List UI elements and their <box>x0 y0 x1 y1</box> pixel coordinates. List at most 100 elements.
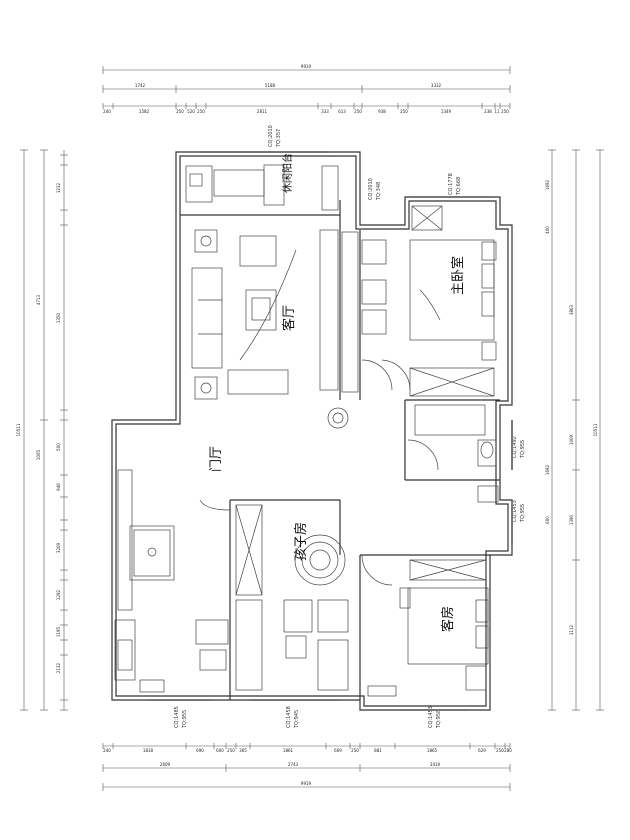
living-room: 客厅 <box>191 229 339 400</box>
master-wardrobe <box>411 205 443 231</box>
toilet <box>477 439 497 467</box>
dining-table-top <box>133 529 171 577</box>
armchair <box>239 235 277 267</box>
dim-bot-r1-12: 250 <box>496 748 504 753</box>
vanity <box>477 485 499 503</box>
washer <box>185 165 213 203</box>
window-4-code: CQ:1453 <box>512 500 518 522</box>
kitchen-counter <box>139 679 165 693</box>
sofa <box>191 267 223 369</box>
kids-bed <box>317 639 349 691</box>
dim-left-seg-1: 500 <box>56 443 61 451</box>
room-label-master: 主卧室 <box>450 256 466 295</box>
kids-room: 孩子房 <box>235 504 349 691</box>
coffee-table <box>245 289 277 331</box>
window-0-code: CQ:2010 <box>268 125 274 147</box>
dim-bot-r1-3: 600 <box>216 748 224 753</box>
dim-right-mid-3: 3112 <box>569 624 574 635</box>
window-6-sill: TQ:945 <box>294 710 300 729</box>
dim-top-row3-ticks <box>102 103 511 109</box>
dim-left-seg-6: 2132 <box>56 662 61 673</box>
balcony-tall-cabinet <box>321 165 339 211</box>
dim-bot-r1-0: 240 <box>103 748 111 753</box>
dim-top-r3-12: 238 <box>484 109 492 114</box>
window-3-code: CQ:1492 <box>512 436 518 458</box>
dim-bot-r1-10: 1865 <box>427 748 438 753</box>
top-dimensions: 9919 1742 5188 3332 240 15 <box>102 64 511 114</box>
dim-bot-r2-2: 3419 <box>430 762 441 767</box>
window-1-sill: TQ:348 <box>376 182 382 201</box>
dim-left-seg-5: 1195 <box>56 626 61 637</box>
dim-bot-r1-8: 250 <box>351 748 359 753</box>
dim-bottom-row1-ticks <box>102 743 511 749</box>
dim-bot-r1-7: 609 <box>334 748 342 753</box>
dim-bot-overall: 9919 <box>301 781 312 786</box>
kids-wardrobe-x <box>235 504 263 596</box>
walls <box>111 151 513 711</box>
plant-center-icon <box>332 412 344 424</box>
corridor-cabinet <box>361 279 387 305</box>
dim-top-r3-8: 250 <box>354 109 362 114</box>
dim-right-seg-2: 1692 <box>545 464 550 475</box>
pillow <box>481 263 495 289</box>
balcony-area: 休闲阳台 <box>185 153 339 211</box>
inner-wall <box>115 155 509 707</box>
corridor-storage <box>327 231 393 429</box>
corridor-cabinet <box>361 239 387 265</box>
desk <box>199 649 227 671</box>
master-bedroom: 主卧室 <box>381 205 497 397</box>
door-swing-bath <box>407 439 439 471</box>
kids-desk <box>283 599 313 633</box>
guest-room: 客房 <box>361 554 489 697</box>
shoe-cabinet <box>117 469 133 611</box>
nightstand <box>481 341 497 361</box>
side-table-bottom <box>194 376 218 400</box>
dim-bot-r1-5: 365 <box>239 748 247 753</box>
balcony-shelf <box>263 164 285 206</box>
nightstand <box>481 241 497 261</box>
window-2-sill: TQ:668 <box>456 177 462 196</box>
dim-top-r3-4: 250 <box>197 109 205 114</box>
dim-top-r3-1: 1582 <box>139 109 150 114</box>
dim-left-overall: 10511 <box>16 423 21 436</box>
stool <box>195 619 229 645</box>
round-rug-inner <box>301 541 339 579</box>
round-rug-core <box>309 549 331 571</box>
washer-drum <box>189 173 203 187</box>
room-label-balcony: 休闲阳台 <box>281 153 294 193</box>
centerpiece-icon <box>147 547 157 557</box>
door-swing-corridor <box>361 359 393 391</box>
round-rug <box>294 534 346 586</box>
dim-top-r3-11: 1349 <box>441 109 452 114</box>
dim-bot-r1-13: 280 <box>504 748 512 753</box>
kids-chair <box>285 635 307 659</box>
balcony-cabinet <box>213 169 265 197</box>
dim-top-overall: 9919 <box>301 64 312 69</box>
master-bed <box>409 239 495 341</box>
dim-right-overall: 10511 <box>593 423 598 436</box>
dim-top-row2-2: 5188 <box>265 83 276 88</box>
dim-bot-r1-11: 629 <box>478 748 486 753</box>
dim-right-seg-0: 1692 <box>545 179 550 190</box>
bathroom <box>407 404 499 503</box>
dim-bot-r1-9: 881 <box>374 748 382 753</box>
dim-right-seg-1: 400 <box>545 226 550 234</box>
right-dimensions: 3863 1009 1390 3112 10511 1692 400 1692 … <box>545 149 604 711</box>
dining-table <box>129 525 175 581</box>
dim-left-mid-0: 4713 <box>36 294 41 305</box>
dim-top-r3-5: 2811 <box>257 109 268 114</box>
window-5-sill: TQ:955 <box>182 710 188 729</box>
window-2-code: CQ:1778 <box>448 173 454 195</box>
corridor-wardrobe <box>341 231 359 393</box>
guest-wardrobe <box>409 559 487 581</box>
fridge-inner <box>117 639 133 671</box>
kids-bookshelf <box>235 599 263 691</box>
pillow <box>475 599 489 623</box>
window-0-sill: TQ:357 <box>276 129 282 148</box>
foyer: 门厅 <box>114 446 231 693</box>
dim-top-r3-7: 613 <box>338 109 346 114</box>
room-label-guest: 客房 <box>440 606 456 632</box>
wardrobe-x <box>411 205 443 231</box>
dim-bot-r1-4: 250 <box>227 748 235 753</box>
corridor-cabinet <box>361 309 387 335</box>
